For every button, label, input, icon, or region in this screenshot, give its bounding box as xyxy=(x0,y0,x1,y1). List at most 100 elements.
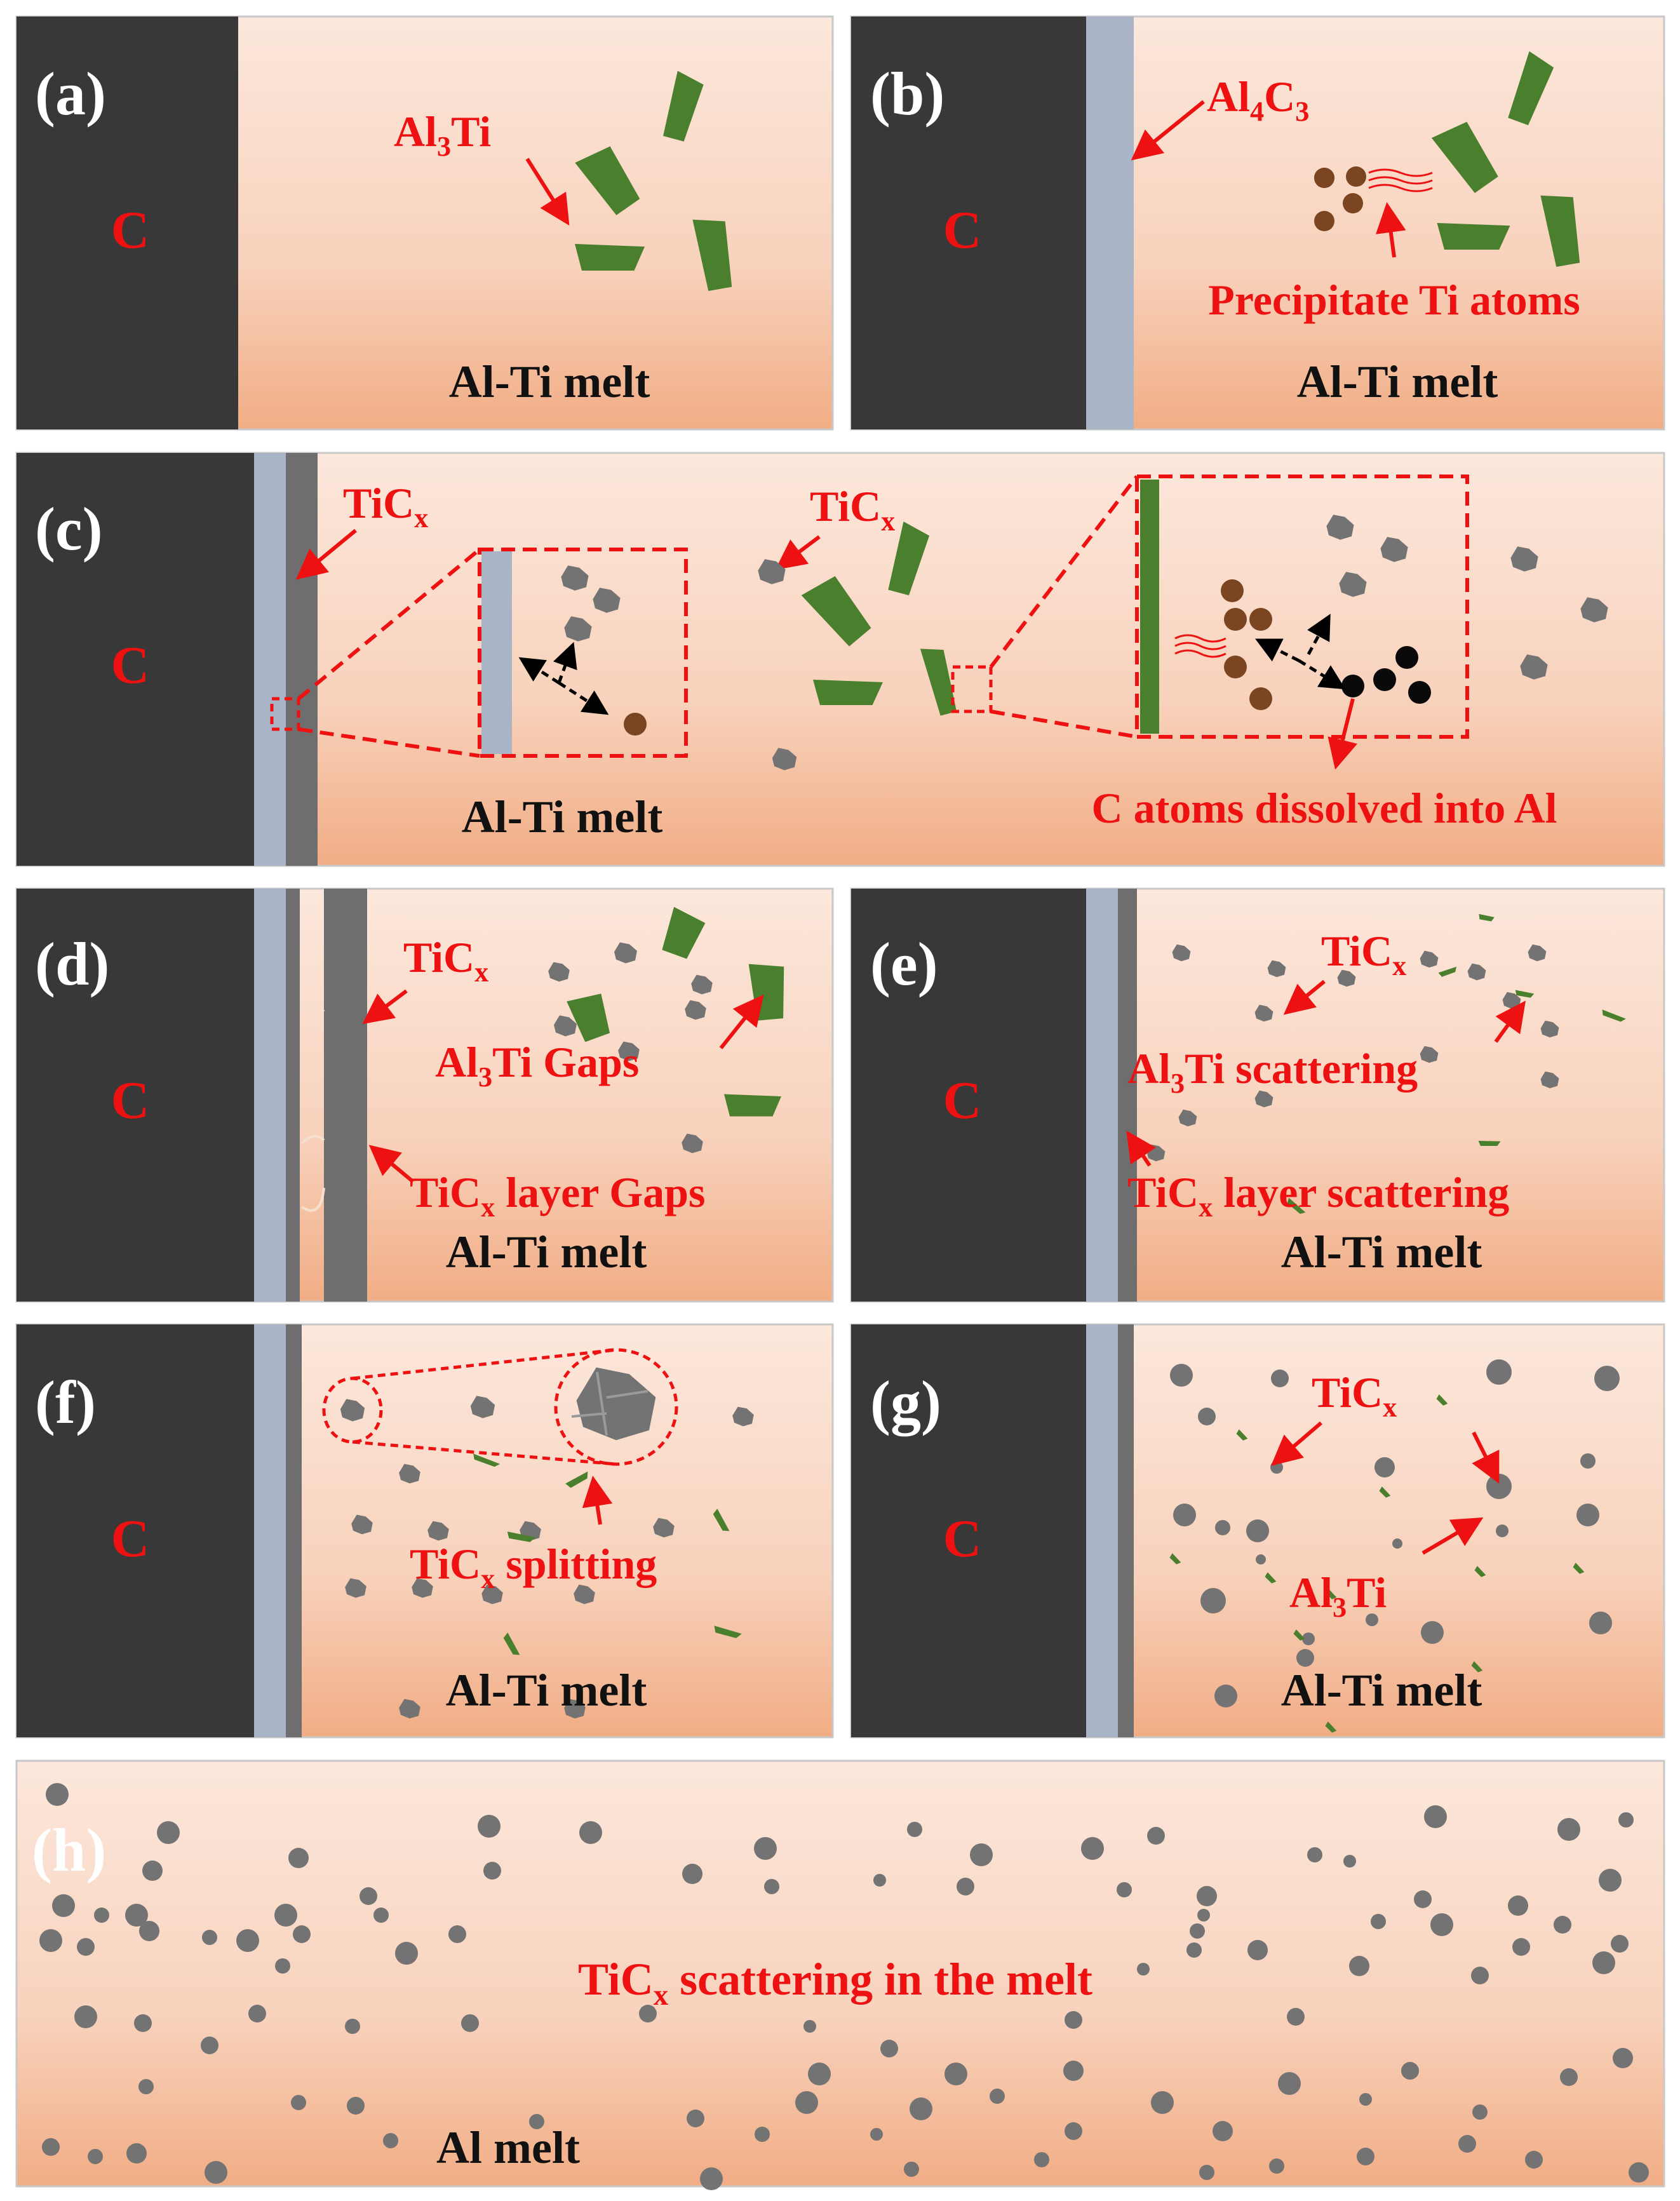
ticx-particle xyxy=(478,1815,501,1838)
ticx-particle xyxy=(1063,2061,1084,2081)
al3ti-shape xyxy=(1437,223,1510,250)
substrate-label-e: C xyxy=(943,1071,982,1130)
ti-atom xyxy=(1314,168,1334,188)
ticx-particle xyxy=(461,2014,479,2032)
zoom-box-large2-c xyxy=(1135,475,1469,739)
ticx-particle xyxy=(1594,1366,1620,1391)
ticx-particle xyxy=(1421,1621,1444,1644)
arrow-al3ti-g xyxy=(1421,1517,1484,1555)
al3ti-shape xyxy=(1478,1141,1501,1146)
ticx-particle xyxy=(347,2097,365,2115)
ticx-particle xyxy=(138,2079,154,2094)
ticx-particle xyxy=(483,1862,501,1880)
ti-atom xyxy=(624,713,647,736)
al3ti-particle xyxy=(1478,1141,1501,1146)
ticx-particle xyxy=(134,2014,152,2032)
ti-atom xyxy=(1249,687,1272,710)
al3ti-particle xyxy=(692,219,732,292)
ticx-particle xyxy=(1271,1370,1289,1387)
ticx-particle xyxy=(1560,2068,1578,2086)
panel-tag-b: (b) xyxy=(870,60,944,128)
ticx-particle xyxy=(77,1938,95,1956)
al3ti-particle xyxy=(724,1094,781,1117)
ticx-particle xyxy=(345,2019,360,2034)
al3ti-particle xyxy=(813,680,883,705)
ticx-particle xyxy=(1215,1520,1230,1535)
melt-label-c: Al-Ti melt xyxy=(462,791,663,842)
al3ti-shape xyxy=(1573,1563,1585,1574)
panel-tag-c: (c) xyxy=(35,495,103,563)
carbon-substrate-e xyxy=(851,889,1086,1302)
ticx-particle xyxy=(139,1921,159,1941)
ticx-particle xyxy=(1580,1453,1596,1469)
ticx-particle xyxy=(1186,1942,1202,1958)
ticx-particle xyxy=(1392,1538,1402,1549)
ticx-layer-c xyxy=(286,453,318,866)
label-ticx-e: TiCx xyxy=(1321,927,1406,981)
al3ti-particle xyxy=(1508,51,1554,126)
al3ti-shape xyxy=(1436,1394,1448,1406)
al3ti-particle xyxy=(1431,121,1498,193)
ticx-particle xyxy=(1214,1685,1237,1707)
carbon-substrate-b xyxy=(851,17,1086,429)
al3ti-particle xyxy=(1540,195,1580,267)
ticx-particle xyxy=(1366,1613,1378,1626)
ticx-particle xyxy=(205,2161,227,2184)
ticx-particle xyxy=(687,2110,704,2127)
ticx-particle xyxy=(74,2005,97,2028)
ticx-particle xyxy=(1034,2152,1049,2167)
panel-tag-f: (f) xyxy=(35,1368,96,1436)
ticx-particle xyxy=(1190,1923,1205,1939)
ticx-particle xyxy=(1357,2148,1374,2165)
ticx-particle xyxy=(1307,1847,1322,1862)
heat-wave xyxy=(1368,168,1433,177)
label-ticx-d: TiCx xyxy=(403,933,488,988)
al3ti-particle xyxy=(1471,1661,1483,1673)
melt-label-b: Al-Ti melt xyxy=(1297,356,1498,407)
al4c3-layer-b xyxy=(1086,17,1134,429)
zoom-al4c3-c xyxy=(481,551,512,754)
ticx-particle xyxy=(1256,1554,1266,1565)
al4c3-layer-f xyxy=(254,1324,286,1737)
al3ti-shape xyxy=(1508,51,1554,126)
ticx-particle xyxy=(1247,1940,1268,1960)
ticx-particle xyxy=(755,2127,770,2142)
arrow-al3ti-scat-e xyxy=(1494,1000,1526,1043)
ticx-particle xyxy=(1486,1474,1512,1499)
label-layer-scat-e: TiCx layer scattering xyxy=(1127,1168,1509,1223)
ticx-layer-d1 xyxy=(286,889,300,1302)
ticx-particle xyxy=(1359,2093,1372,2106)
ticx-particle xyxy=(1629,2162,1649,2183)
ticx-particle xyxy=(1278,2072,1301,2095)
panel-tag-a: (a) xyxy=(35,60,106,128)
al3ti-shape xyxy=(1287,1197,1306,1214)
al3ti-shape xyxy=(713,1509,730,1531)
ticx-particle xyxy=(808,2063,831,2085)
ticx-layer-d2 xyxy=(324,889,367,1302)
al3ti-shape xyxy=(888,522,930,596)
al3ti-particle xyxy=(1602,1009,1626,1022)
ticx-particle xyxy=(275,1958,290,1974)
al3ti-particle xyxy=(1515,990,1535,998)
melt-label-f: Al-Ti melt xyxy=(446,1665,647,1716)
ticx-particle xyxy=(202,1930,217,1945)
al3ti-particle xyxy=(565,1471,588,1488)
panel-h xyxy=(15,1760,1665,2188)
ticx-particle xyxy=(1471,1967,1489,1984)
al4c3-layer-e xyxy=(1086,889,1118,1302)
ticx-particle xyxy=(579,1821,602,1844)
label-al3ti-gaps-d: Al3Ti Gaps xyxy=(435,1038,639,1093)
ticx-particle xyxy=(1472,2104,1488,2120)
c-atom xyxy=(1395,646,1418,669)
ticx-particle xyxy=(1147,1827,1165,1845)
al3ti-particle xyxy=(567,993,610,1042)
label-splitting-f: TiCx splitting xyxy=(410,1540,657,1594)
zoom-line2-c xyxy=(990,710,1138,739)
ticx-particle xyxy=(682,1864,702,1884)
al3ti-shape xyxy=(1540,195,1580,267)
al3ti-particle xyxy=(1437,223,1510,250)
melt-label-e: Al-Ti melt xyxy=(1281,1227,1482,1277)
al3ti-shape xyxy=(1325,1588,1337,1599)
ticx-particle xyxy=(870,2128,883,2141)
ticx-particle xyxy=(1430,1913,1453,1936)
